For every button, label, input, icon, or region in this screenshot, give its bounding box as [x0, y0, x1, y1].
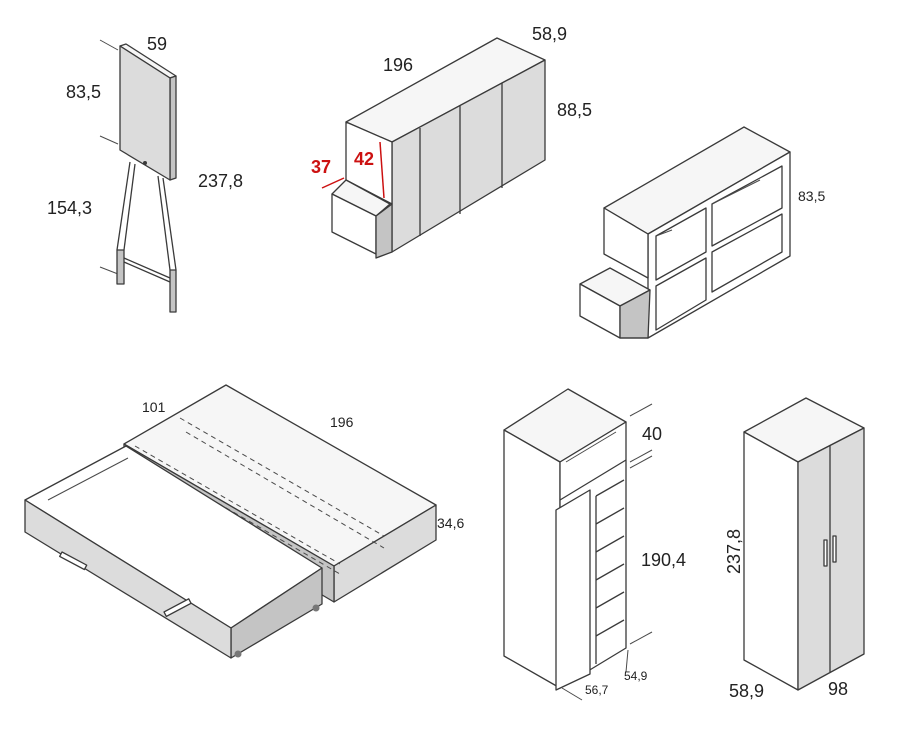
bed-depth-label: 101: [142, 399, 166, 415]
easel-width-label: 59: [147, 34, 167, 54]
body-height-label: 190,4: [641, 550, 686, 570]
dim-tick-inner: [625, 649, 629, 673]
shelf-opening-2: [711, 165, 783, 247]
shelf-inner-edge: [655, 229, 673, 237]
cabinet-height-label: 88,5: [557, 100, 592, 120]
easel-foot-right: [169, 269, 177, 313]
wardrobe-depth-label: 58,9: [729, 681, 764, 701]
wardrobe-front: [797, 427, 865, 691]
drawer-wheel-1: [234, 650, 242, 658]
easel-leg-height-label: 154,3: [47, 198, 92, 218]
inner-shelf-4: [595, 563, 625, 581]
upper-shelf: [559, 459, 627, 501]
inner-shelf-2: [595, 507, 625, 525]
inner-depth-label: 54,9: [624, 669, 648, 683]
easel-total-height-label: 237,8: [198, 171, 243, 191]
dim-tick-mid-2: [629, 455, 653, 469]
easel-mirror: 59 83,5 154,3 237,8: [47, 34, 243, 313]
open-wardrobe-door: [555, 489, 591, 691]
step-depth-line: [321, 177, 345, 189]
shelf-opening-4: [711, 213, 783, 293]
dim-tick-top: [629, 403, 653, 417]
step-height-line: [379, 141, 385, 199]
dim-tick-mid: [99, 135, 119, 145]
upper-inner-edge: [565, 431, 617, 463]
wardrobe-handle-right: [832, 535, 837, 563]
open-wardrobe: 40 190,4 56,7 54,9: [503, 388, 686, 701]
shelf-opening-3: [655, 257, 707, 331]
open-wardrobe-side: [503, 429, 561, 689]
wardrobe-handle-left: [823, 539, 828, 567]
wardrobe-height-label: 237,8: [724, 529, 744, 574]
cabinet-depth-label: 58,9: [532, 24, 567, 44]
low-cabinet-with-step: 37 42 196 58,9 88,5: [311, 24, 592, 259]
shelf-inner-edge-2: [711, 179, 761, 205]
wardrobe-width-label: 98: [828, 679, 848, 699]
shelf-height-label: 83,5: [798, 188, 825, 204]
shelf-opening-1: [655, 207, 707, 281]
dim-tick-bottom: [629, 631, 653, 645]
depth-label: 56,7: [585, 683, 609, 697]
bed-length-label: 196: [330, 414, 354, 430]
drawer-handle-right: [163, 598, 192, 618]
easel-crossbar: [123, 257, 171, 279]
easel-front-leg-left-inner: [123, 163, 136, 251]
drawer-wheel-2: [312, 604, 320, 612]
dim-tick-bottom: [99, 266, 119, 275]
wardrobe-side: [743, 431, 799, 691]
drawer-back-edge: [47, 457, 129, 501]
bed-rail-dash-2: [185, 431, 385, 549]
inner-shelf-6: [595, 619, 625, 637]
dim-tick-depth: [561, 687, 583, 701]
drawer-handle-left: [59, 551, 88, 571]
easel-front-leg-right-inner: [162, 177, 177, 271]
easel-crossbar-lower: [123, 261, 171, 283]
dim-tick-mid-1: [629, 449, 653, 463]
bed-height-label: 34,6: [437, 515, 464, 531]
bed-rail-dash-1: [179, 417, 385, 537]
easel-foot-left: [116, 249, 125, 285]
trundle-bed: 101 196 34,6: [24, 384, 464, 659]
shelf-left-side: [603, 207, 649, 279]
mirror-side-edge: [169, 75, 177, 181]
drawer-front: [24, 499, 232, 659]
mirror-knob: [143, 161, 147, 165]
cabinet-length-label: 196: [383, 55, 413, 75]
bed-rail-dash-3: [134, 445, 341, 565]
easel-front-leg-right: [157, 175, 171, 271]
mirror-panel: [119, 45, 171, 181]
step-height-label: 42: [354, 149, 374, 169]
inner-shelf-1: [595, 479, 625, 497]
easel-front-leg-left: [116, 161, 131, 251]
step-depth-label: 37: [311, 157, 331, 177]
inner-shelf-5: [595, 591, 625, 609]
dim-tick-top: [99, 39, 119, 51]
easel-panel-height-label: 83,5: [66, 82, 101, 102]
open-shelf-unit: 83,5: [579, 126, 825, 339]
step-side: [375, 203, 393, 259]
top-height-label: 40: [642, 424, 662, 444]
inner-shelf-3: [595, 535, 625, 553]
closed-wardrobe: 237,8 58,9 98: [724, 397, 865, 701]
